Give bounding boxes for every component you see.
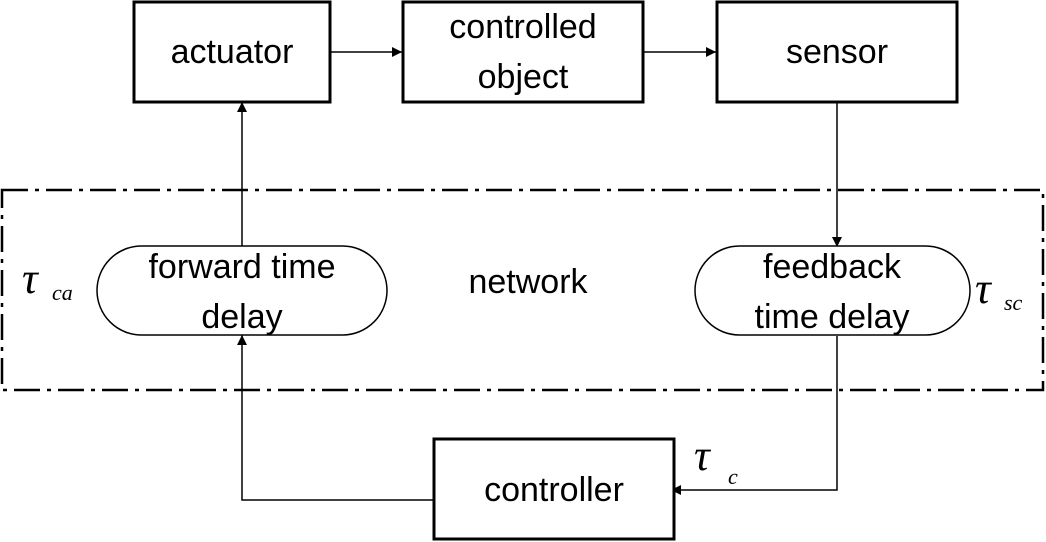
actuator-label: actuator: [171, 33, 294, 71]
sensor-label: sensor: [786, 33, 888, 71]
actuator-block: actuator: [132, 0, 332, 104]
tau-c-subscript: c: [728, 464, 738, 489]
feedback-to-controller-arrow: [671, 336, 838, 495]
tau-c-symbol: τ: [694, 431, 712, 480]
network-label: network: [468, 263, 588, 301]
feedback-delay-node: feedback time delay: [694, 245, 971, 336]
feedback-delay-label-line2: time delay: [755, 298, 910, 336]
forward-delay-node: forward time delay: [96, 245, 388, 336]
sensor-block: sensor: [715, 0, 959, 104]
tau-sc-subscript: sc: [1004, 290, 1023, 315]
controller-block: controller: [432, 437, 676, 541]
tau-c-label: τ c: [694, 431, 738, 489]
network-boundary: [0, 188, 1045, 392]
tau-sc-label: τ sc: [975, 264, 1023, 315]
tau-sc-symbol: τ: [975, 264, 993, 313]
controller-label: controller: [484, 471, 624, 509]
forward-delay-label-line2: delay: [201, 298, 282, 336]
controlled-object-block: controlled object: [401, 0, 645, 104]
controlled-object-label-line1: controlled: [449, 8, 596, 46]
tau-ca-label: τ ca: [22, 254, 73, 305]
tau-ca-subscript: ca: [52, 280, 73, 305]
controlled-object-label-line2: object: [478, 58, 569, 96]
feedback-delay-label-line1: feedback: [763, 248, 902, 286]
forward-delay-label-line1: forward time: [148, 248, 335, 286]
controller-to-forward-arrow: [237, 335, 433, 501]
tau-ca-symbol: τ: [22, 254, 40, 303]
